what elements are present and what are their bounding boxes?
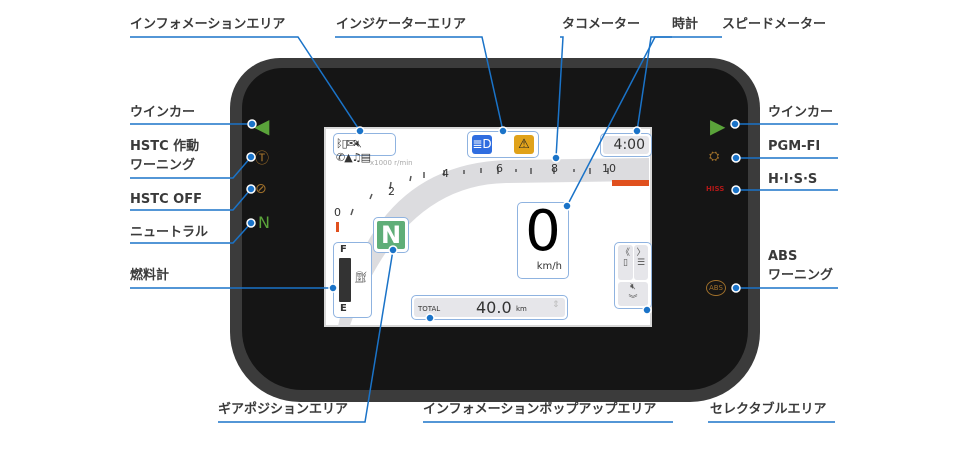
callout-hstc-warning: HSTC 作動 bbox=[130, 139, 200, 154]
headlight-high-beam-icon: ≣D bbox=[472, 135, 492, 154]
mute-down-icon[interactable]: 🔇︎︾ bbox=[618, 282, 648, 306]
call-icon: ✆ bbox=[336, 151, 345, 164]
next-icon[interactable]: 〉☰ bbox=[634, 245, 648, 280]
callout-pgm-fi: PGM-FI bbox=[768, 139, 821, 154]
hiss-lamp: HISS bbox=[706, 185, 725, 193]
neutral-lamp: N bbox=[258, 213, 270, 232]
callout-hstc-off: HSTC OFF bbox=[130, 192, 202, 207]
bluetooth-icon: ᛒ bbox=[336, 137, 343, 150]
mute-icon: 🔇︎ bbox=[354, 137, 362, 150]
callout-abs: ABS bbox=[768, 249, 798, 264]
odometer: TOTAL 40.0 km ⇕ bbox=[414, 298, 565, 317]
tachometer-arc bbox=[336, 158, 649, 327]
callout-selectable-area: セレクタブルエリア bbox=[710, 402, 827, 417]
callout-info-area: インフォメーションエリア bbox=[130, 17, 286, 32]
callout-abs-2: ワーニング bbox=[768, 268, 834, 283]
tach-redzone bbox=[612, 180, 649, 186]
scroll-updown-icon[interactable]: ⇕ bbox=[552, 300, 560, 310]
callout-speedometer: スピードメーター bbox=[722, 17, 827, 32]
selectable-area: 《▯ 〉☰ 🔇︎︾ bbox=[614, 242, 652, 309]
info-popup-area: TOTAL 40.0 km ⇕ bbox=[411, 295, 568, 320]
fuel-pump-icon: ⛽︎ bbox=[354, 271, 368, 284]
odo-value: 40.0 bbox=[476, 298, 512, 317]
mail-off-icon: ✉ bbox=[346, 137, 356, 150]
tach-low-mark bbox=[336, 222, 339, 232]
tach-tick-label: 0 bbox=[334, 206, 341, 219]
speed-value: 0 bbox=[525, 199, 561, 264]
phone-icon: ▯ bbox=[341, 137, 348, 150]
info-area-icons: ᛒ▯✉🔇︎ ✆▲♫▤ bbox=[333, 133, 396, 164]
fuel-empty-label: E bbox=[340, 303, 347, 314]
callout-gear-position: ギアポジションエリア bbox=[218, 402, 349, 417]
callout-winker-left: ウインカー bbox=[130, 105, 196, 120]
tach-tick-label: 10 bbox=[602, 162, 616, 175]
music-icon: ♫ bbox=[351, 151, 362, 164]
speedometer-box: 0 km/h bbox=[517, 202, 569, 279]
callout-info-popup: インフォメーションポップアップエリア bbox=[423, 402, 657, 417]
tach-tick-label: 2 bbox=[388, 185, 395, 198]
navigation-icon: ▲ bbox=[344, 151, 353, 164]
gear-value: N bbox=[377, 221, 405, 249]
tach-tick-label: 8 bbox=[551, 162, 558, 175]
right-winker-icon: ▶ bbox=[710, 114, 726, 138]
clock-value: 4:00 bbox=[603, 136, 649, 154]
hstc-warning-icon: Ⓣ bbox=[255, 151, 269, 167]
abs-lamp: ABS bbox=[706, 280, 726, 296]
callout-tachometer: タコメーター bbox=[562, 17, 641, 32]
clock-box: 4:00 bbox=[600, 133, 652, 157]
odo-label: TOTAL bbox=[418, 305, 441, 313]
prev-icon[interactable]: 《▯ bbox=[618, 245, 633, 280]
tach-tick-label: 6 bbox=[496, 162, 503, 175]
fuel-full-label: F bbox=[340, 244, 347, 255]
message-icon: ▤ bbox=[360, 151, 371, 164]
warning-icon: ⚠ bbox=[514, 135, 534, 154]
engine-check-icon: ⛭ bbox=[709, 149, 720, 164]
tach-unit: x1000 r/min bbox=[370, 159, 413, 167]
callout-hstc-warning-2: ワーニング bbox=[130, 158, 196, 173]
hstc-off-icon: ⊘ bbox=[255, 181, 267, 197]
callout-indicator-area: インジケーターエリア bbox=[336, 17, 467, 32]
odo-unit: km bbox=[516, 305, 527, 313]
callout-fuel-gauge: 燃料計 bbox=[130, 268, 170, 283]
callout-hiss: H·I·S·S bbox=[768, 172, 818, 187]
callout-clock: 時計 bbox=[672, 17, 699, 32]
fuel-bar bbox=[339, 258, 351, 302]
callout-winker-right: ウインカー bbox=[768, 105, 834, 120]
callout-neutral: ニュートラル bbox=[130, 225, 209, 240]
tach-tick-label: 4 bbox=[442, 167, 449, 180]
speed-unit: km/h bbox=[536, 261, 562, 272]
left-winker-icon: ◀ bbox=[254, 114, 270, 138]
fuel-gauge: F ⛽︎ E bbox=[333, 242, 372, 318]
